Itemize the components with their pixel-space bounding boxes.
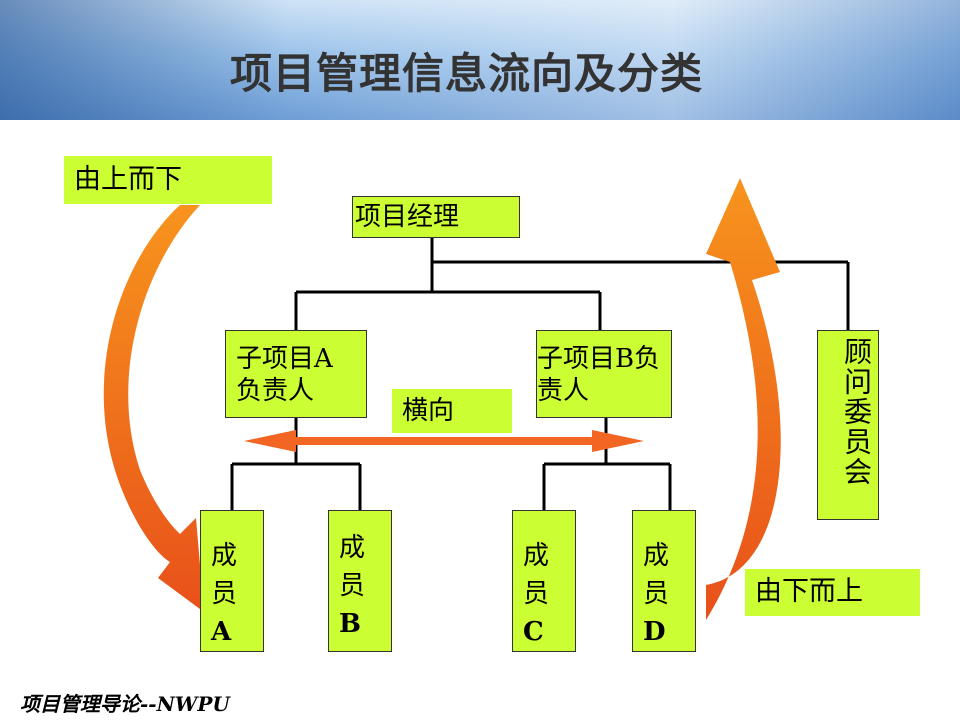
member-d-box: 成 员 D [632, 510, 696, 652]
sub-project-b-line1: 子项目B负 [537, 344, 661, 374]
member-b-letter: B [339, 609, 361, 639]
project-manager-text: 项目经理 [355, 202, 460, 232]
member-d-char1: 成 [643, 541, 670, 571]
sub-project-a-line1: 子项目A [236, 344, 333, 374]
page-title: 项目管理信息流向及分类 [230, 49, 704, 98]
member-c-char1: 成 [523, 541, 550, 571]
bottom-up-label: 由下而上 [745, 569, 920, 616]
member-b-char2: 员 [339, 571, 366, 601]
horizontal-double-arrow [244, 430, 644, 452]
top-down-arrow [103, 205, 204, 612]
member-c-letter: C [523, 617, 544, 647]
member-a-box: 成 员 A [200, 510, 264, 652]
header-banner [0, 0, 960, 120]
project-manager-box: 项目经理 [352, 196, 520, 238]
horizontal-label: 横向 [392, 389, 512, 433]
advisory-committee-text: 顾问委员会 [840, 337, 873, 487]
member-c-char2: 员 [523, 579, 550, 609]
member-d-char2: 员 [643, 579, 670, 609]
member-d-letter: D [643, 617, 666, 647]
sub-project-b-line2: 责人 [537, 376, 590, 406]
sub-project-b-box: 子项目B负 责人 [536, 330, 672, 418]
member-b-box: 成 员 B [328, 510, 392, 652]
connector-lines [230, 238, 850, 510]
top-down-label: 由上而下 [64, 156, 272, 204]
footer-text: 项目管理导论--NWPU [20, 692, 230, 716]
sub-project-a-box: 子项目A 负责人 [225, 330, 367, 418]
member-a-char1: 成 [211, 541, 238, 571]
member-b-char1: 成 [339, 533, 366, 563]
advisory-committee-box: 顾问委员会 [817, 330, 879, 520]
banner-gradient [0, 0, 960, 120]
member-c-box: 成 员 C [512, 510, 576, 652]
sub-project-a-line2: 负责人 [236, 376, 315, 406]
bottom-up-arrow [706, 178, 781, 620]
member-a-letter: A [211, 617, 232, 647]
member-a-char2: 员 [211, 579, 238, 609]
